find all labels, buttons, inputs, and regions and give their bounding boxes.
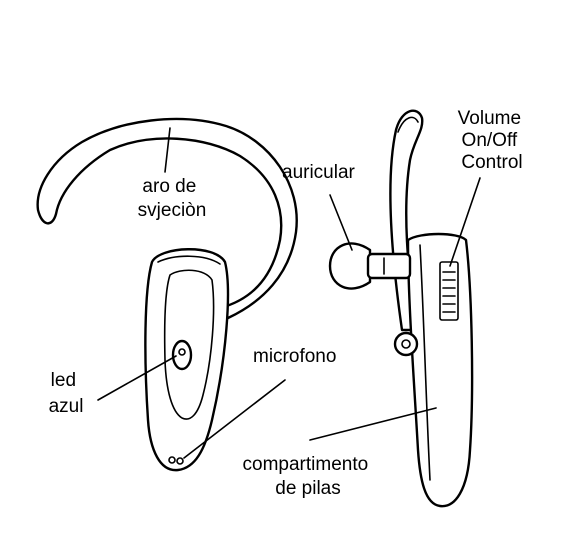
- front-panel: [163, 269, 215, 420]
- label-volume: Volume On/Off Control: [458, 108, 527, 173]
- label-battery: compartimento de pilas: [243, 454, 374, 499]
- headset-body-side: [406, 232, 474, 508]
- microphone-hole: [168, 456, 176, 464]
- leader-battery: [309, 407, 437, 441]
- ear-hook-front: [36, 117, 298, 320]
- label-led: led azul: [49, 370, 84, 417]
- earpiece-tip: [328, 242, 372, 290]
- headset-side-view: [328, 109, 474, 508]
- label-ear-hook: aro de svjeciòn: [138, 176, 207, 221]
- leader-volume: [449, 177, 481, 267]
- microphone-hole: [176, 457, 184, 465]
- headset-front-view: [36, 117, 298, 472]
- leader-ear-hook: [164, 127, 171, 173]
- leader-microphone: [183, 379, 286, 459]
- label-earpiece: auricular: [282, 162, 356, 183]
- earpiece-stem: [366, 252, 412, 280]
- leader-earpiece: [329, 194, 353, 251]
- leader-led: [97, 355, 177, 401]
- volume-control: [439, 261, 459, 321]
- label-microphone: microfono: [253, 346, 336, 367]
- side-hinge: [393, 331, 419, 357]
